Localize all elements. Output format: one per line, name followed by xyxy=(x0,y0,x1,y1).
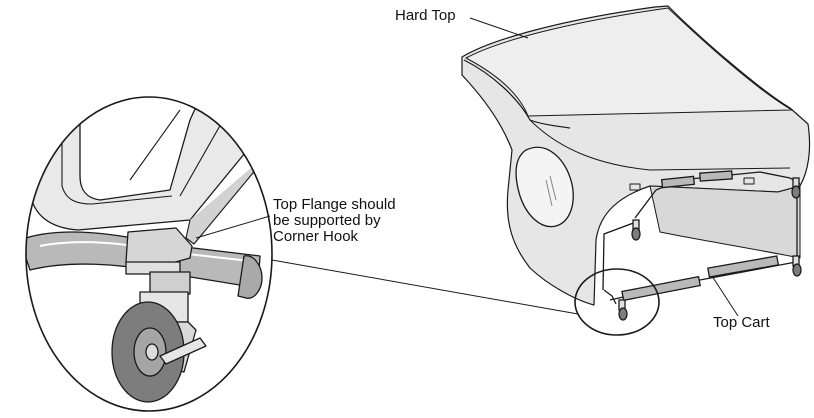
cart-caster xyxy=(618,299,628,321)
hard-top-roof xyxy=(465,7,793,117)
detail-view xyxy=(25,96,273,412)
cart-caster xyxy=(631,219,641,241)
leader-lines xyxy=(195,17,739,317)
cart-corner-hook xyxy=(603,289,617,305)
detail-wheel-axle xyxy=(145,343,159,361)
leader-top-cart xyxy=(711,275,739,317)
cart-tube xyxy=(621,275,701,302)
detail-callout-circle xyxy=(574,268,660,336)
detail-top-inner-edge xyxy=(61,110,173,205)
hard-top-window-reflection xyxy=(545,175,557,207)
top-cart xyxy=(602,170,802,321)
leader-top-flange xyxy=(195,215,271,239)
top-flange-label-line: be supported by xyxy=(273,212,381,229)
hard-top-rear-shade xyxy=(649,185,801,259)
cart-tube xyxy=(699,170,733,182)
detail-brake-lever xyxy=(159,337,207,365)
cart-tube xyxy=(707,255,780,278)
cart-tube xyxy=(660,175,696,189)
detail-hook-plate xyxy=(149,271,191,295)
detail-end-grip xyxy=(237,255,263,299)
hard-top xyxy=(461,5,811,306)
detail-top-flange xyxy=(185,149,272,245)
hard-top-side-window xyxy=(515,146,574,228)
hard-top-side-ridge xyxy=(529,119,791,171)
top-flange-label-line: Top Flange should xyxy=(273,196,396,213)
hard-top-tab xyxy=(629,183,641,191)
top-cart-label: Top Cart xyxy=(713,314,770,331)
top-flange-label: Top Flange should be supported by Corner… xyxy=(273,197,443,245)
top-flange-label-line: Corner Hook xyxy=(273,228,359,245)
hard-top-front-edge xyxy=(463,59,571,129)
connector-line xyxy=(271,259,579,315)
cart-caster xyxy=(791,177,801,199)
hard-top-tab xyxy=(743,177,755,185)
detail-view-border xyxy=(25,96,273,412)
cart-side-rail xyxy=(602,221,637,291)
cart-caster xyxy=(792,255,802,277)
hard-top-label: Hard Top xyxy=(395,7,456,24)
leader-hard-top xyxy=(469,17,529,39)
